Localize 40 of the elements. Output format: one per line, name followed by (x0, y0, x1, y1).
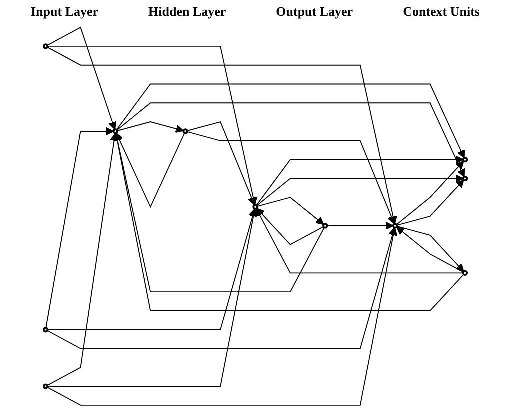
node-circle (42, 384, 49, 390)
arrow (113, 132, 464, 312)
node-circle (462, 176, 468, 182)
arrow (186, 121, 256, 206)
arrow (326, 222, 394, 230)
arrow (46, 26, 117, 130)
arrow (46, 227, 397, 350)
arrow (47, 46, 258, 206)
arrow (47, 208, 257, 330)
node-circle (322, 223, 328, 229)
layer-label: Context Units (403, 4, 480, 20)
arrow (396, 180, 464, 226)
arrow (46, 227, 398, 406)
node-circle (462, 270, 468, 276)
layer-label: Input Layer (30, 4, 99, 20)
node-circle (42, 44, 49, 50)
node-circle (252, 204, 258, 210)
arrow (46, 46, 398, 224)
arrow (116, 84, 466, 158)
node-circle (392, 223, 398, 229)
arrow (256, 156, 464, 206)
arrow (116, 132, 186, 208)
arrow (256, 208, 464, 274)
arrow (116, 102, 466, 178)
arrow (256, 197, 324, 226)
arrow (186, 132, 396, 225)
layer-label: Output Layer (276, 4, 354, 20)
arrow (256, 208, 324, 246)
node-circle (182, 128, 188, 134)
arrow (256, 174, 464, 206)
arrow (117, 122, 184, 134)
arrow (47, 208, 258, 388)
arrow (46, 127, 114, 328)
node-circle (42, 327, 49, 333)
node-circle (112, 128, 119, 134)
node-circle (462, 156, 468, 163)
arrow (396, 160, 464, 226)
arrow (114, 132, 325, 293)
layer-label: Hidden Layer (148, 4, 226, 20)
arrow (46, 132, 118, 386)
